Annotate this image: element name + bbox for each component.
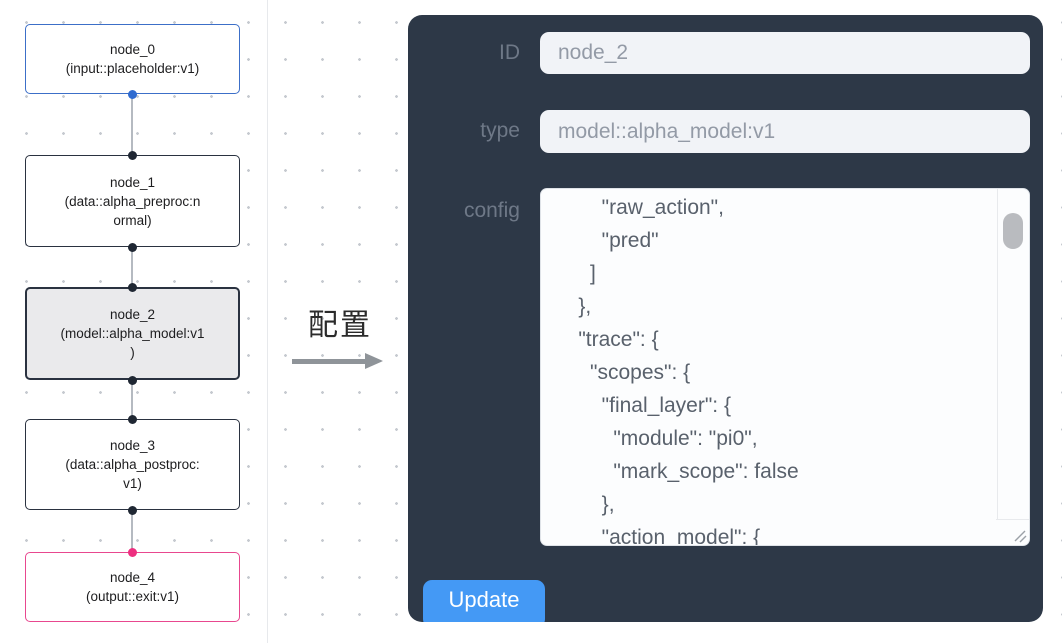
resize-handle-icon[interactable] (1012, 528, 1027, 543)
type-field-label: type (480, 119, 520, 142)
edge (131, 94, 133, 155)
config-field-label: config (463, 199, 520, 222)
arrow-right-icon (292, 353, 388, 369)
update-button[interactable]: Update (423, 580, 545, 622)
scrollbar-track (997, 189, 998, 519)
config-json-text: "raw_action", "pred" ] }, "trace": { "sc… (578, 196, 799, 545)
node-handle[interactable] (127, 375, 137, 385)
canvas-divider (267, 0, 268, 643)
node-handle[interactable] (127, 282, 137, 292)
config-textarea[interactable]: "raw_action", "pred" ] }, "trace": { "sc… (540, 188, 1030, 546)
node-label: node_1 (data::alpha_preproc:n ormal) (64, 174, 201, 228)
config-annotation-label: 配置 (308, 309, 372, 342)
node-node_3[interactable]: node_3 (data::alpha_postproc: v1) (25, 419, 240, 510)
node-handle[interactable] (127, 242, 137, 252)
type-input[interactable] (540, 110, 1030, 153)
id-field-label: ID (499, 41, 520, 64)
node-handle[interactable] (127, 89, 137, 99)
id-input[interactable] (540, 32, 1030, 74)
node-node_1[interactable]: node_1 (data::alpha_preproc:n ormal) (25, 155, 240, 247)
config-annotation: 配置 (292, 300, 388, 369)
node-handle[interactable] (127, 505, 137, 515)
node-handle[interactable] (127, 150, 137, 160)
node-label: node_0 (input::placeholder:v1) (65, 42, 200, 76)
node-label: node_3 (data::alpha_postproc: v1) (65, 438, 200, 491)
edge (131, 247, 133, 288)
node-node_0[interactable]: node_0 (input::placeholder:v1) (25, 24, 240, 94)
node-node_4[interactable]: node_4 (output::exit:v1) (25, 552, 240, 622)
node-label: node_2 (model::alpha_model:v1 ) (60, 307, 205, 360)
edge (131, 510, 133, 552)
node-node_2-selected[interactable]: node_2 (model::alpha_model:v1 ) (25, 287, 240, 380)
node-handle[interactable] (127, 547, 137, 557)
resize-corner-divider (996, 519, 1029, 520)
config-panel: ID type config "raw_action", "pred" ] },… (408, 15, 1043, 622)
node-label: node_4 (output::exit:v1) (85, 570, 180, 604)
scrollbar-thumb[interactable] (1003, 213, 1023, 249)
node-handle[interactable] (127, 414, 137, 424)
edge (131, 380, 133, 419)
